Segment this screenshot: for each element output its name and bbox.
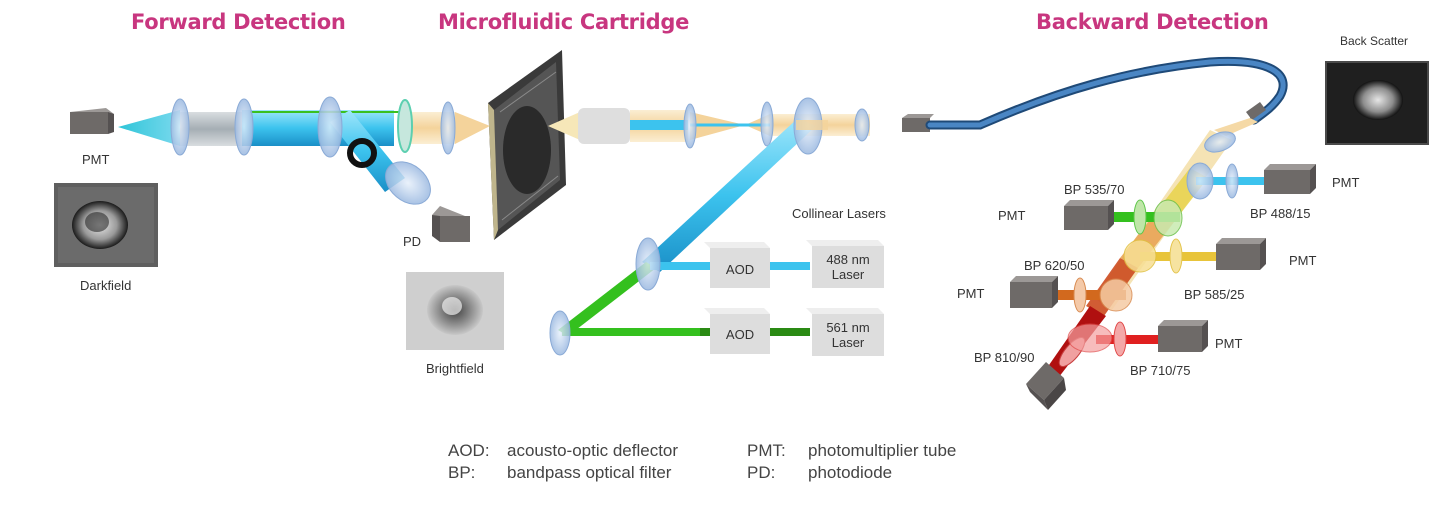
bp-535-70-label: BP 535/70 — [1064, 182, 1125, 197]
dichroic-710 — [1067, 323, 1113, 353]
brightfield-label: Brightfield — [426, 361, 484, 376]
fiber-output-connector — [1246, 102, 1266, 120]
branch-620-beam — [1050, 290, 1126, 300]
filter-488 — [1225, 163, 1239, 199]
pmt-585-detector — [1216, 238, 1266, 270]
pd-label: PD — [403, 234, 422, 249]
dichroic-488 — [1186, 162, 1214, 200]
aod-488-label: AOD — [725, 262, 755, 277]
forward-cone-beam — [118, 110, 180, 146]
laser-561-box — [806, 308, 884, 356]
pmt-585-label: PMT — [1289, 253, 1317, 268]
filter-585 — [1169, 238, 1183, 274]
legend-desc-pd: photodiode — [808, 463, 893, 482]
laser-561-beam — [562, 328, 810, 336]
filter-535 — [1133, 199, 1147, 235]
aperture-ring — [347, 138, 377, 168]
darkfield-label: Darkfield — [80, 278, 132, 293]
aod-561-label: AOD — [725, 327, 755, 342]
pmt-620-label: PMT — [957, 286, 985, 301]
dichroic-pass-beam — [796, 120, 828, 130]
brightfield-image — [406, 272, 504, 350]
pmt-710-label: PMT — [1215, 336, 1243, 351]
legend-term-bp: BP: — [448, 463, 476, 482]
legend-term-aod: AOD: — [448, 441, 490, 460]
microfluidic-cartridge-title: Microfluidic Cartridge — [438, 10, 690, 34]
pmt-535-detector — [1064, 200, 1114, 230]
aod-488-box — [704, 242, 770, 288]
legend-desc-aod: acousto-optic deflector — [507, 441, 679, 460]
pmt-810-detector — [1026, 362, 1066, 410]
laser-488-label-line2: Laser — [831, 267, 865, 282]
beamsplitter-lens — [317, 96, 343, 158]
laser-488-label: 488 nm Laser — [812, 252, 884, 282]
bp-710-75-label: BP 710/75 — [1130, 363, 1191, 378]
pd-detector — [432, 206, 470, 242]
bp-620-50-label: BP 620/50 — [1024, 258, 1085, 273]
excitation-lens-2 — [760, 101, 774, 147]
laser-561-label-line2: Laser — [831, 335, 865, 350]
pmt-488-detector — [1264, 164, 1316, 194]
pd-lens — [385, 161, 431, 205]
back-collimating-lens — [1204, 131, 1236, 153]
laser-488-label-line1: 488 nm — [826, 252, 870, 267]
legend-term-pmt: PMT: — [747, 441, 786, 460]
steering-mirror — [549, 310, 571, 356]
optical-fiber — [927, 58, 1286, 128]
bp-585-25-label: BP 585/25 — [1184, 287, 1245, 302]
pmt-710-detector — [1158, 320, 1208, 352]
back-scatter-label: Back Scatter — [1340, 34, 1409, 48]
microfluidic-cartridge — [488, 50, 566, 240]
pmt-forward-label: PMT — [82, 152, 110, 167]
filter-710 — [1113, 321, 1127, 357]
fiber-connector — [902, 114, 934, 132]
laser-488-box — [806, 240, 884, 288]
dichroic-mirror — [635, 237, 661, 291]
pmt-488-label: PMT — [1332, 175, 1360, 190]
legend-term-pd: PD: — [747, 463, 776, 482]
aod-561-box — [704, 308, 770, 354]
darkfield-image — [54, 183, 158, 267]
excitation-blue-core — [630, 120, 688, 130]
forward-detection-title: Forward Detection — [131, 10, 346, 34]
laser-561-label-line1: 561 nm — [826, 320, 870, 335]
bp-810-90-label: BP 810/90 — [974, 350, 1035, 365]
legend-desc-pmt: photomultiplier tube — [808, 441, 957, 460]
forward-filter — [397, 99, 413, 153]
objective-lens — [578, 108, 630, 144]
excitation-lens-1 — [683, 103, 697, 149]
legend-desc-bp: bandpass optical filter — [507, 463, 672, 482]
forward-relay-beam — [180, 112, 242, 146]
optical-fiber-outline — [925, 56, 1288, 130]
collinear-green-beam — [558, 262, 656, 336]
dichroic-585 — [1123, 239, 1157, 273]
forward-lens-1 — [170, 98, 190, 156]
forward-lens-3 — [440, 101, 456, 155]
collinear-blue-beam — [642, 118, 816, 272]
pmt-620-detector — [1010, 276, 1058, 308]
forward-light-cone — [455, 112, 490, 144]
collinear-lasers-label: Collinear Lasers — [792, 206, 886, 221]
objective-focus-cone — [548, 112, 580, 140]
back-scatter-image — [1325, 61, 1429, 145]
laser-561-label: 561 nm Laser — [812, 320, 884, 350]
forward-lens-2 — [234, 98, 254, 156]
bp-488-15-label: BP 488/15 — [1250, 206, 1311, 221]
pmt-forward-detector — [70, 108, 114, 134]
dichroic-535 — [1153, 199, 1183, 237]
dichroic-620 — [1099, 278, 1133, 312]
branch-710-beam — [1096, 335, 1160, 344]
fiber-coupling-lens — [854, 108, 870, 142]
backward-detection-title: Backward Detection — [1036, 10, 1269, 34]
filter-620 — [1073, 277, 1087, 313]
pmt-535-label: PMT — [998, 208, 1026, 223]
